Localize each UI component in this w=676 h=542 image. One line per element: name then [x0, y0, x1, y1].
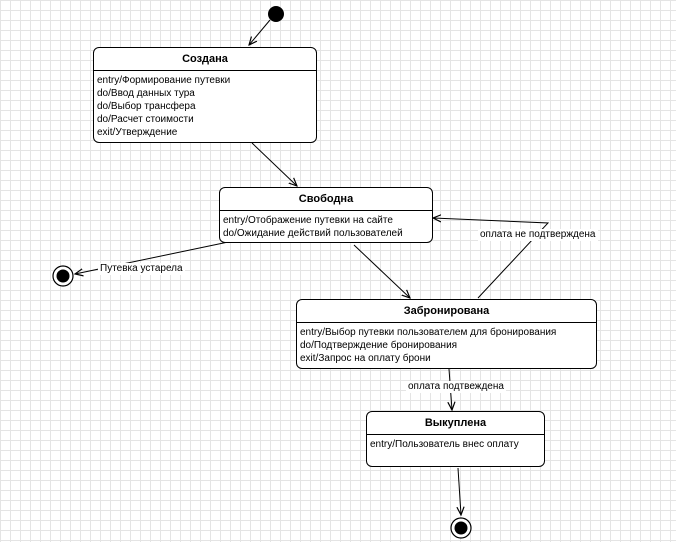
activity-line: entry/Отображение путевки на сайте: [223, 215, 393, 226]
activity-line: do/Выбор трансфера: [97, 101, 196, 112]
activity-line: do/Ввод данных тура: [97, 88, 195, 99]
activity-line: do/Ожидание действий пользователей: [223, 228, 403, 239]
transition-booked-to-free: [433, 218, 550, 299]
activity-line: entry/Пользователь внес оплату: [370, 439, 519, 450]
state-booked-activities: entry/Выбор путевки пользователем для бр…: [297, 323, 596, 365]
activity-line: exit/Запрос на оплату брони: [300, 353, 431, 364]
initial-state-node: [268, 6, 284, 22]
state-created-title: Создана: [94, 48, 316, 71]
state-free[interactable]: Свободна entry/Отображение путевки на са…: [219, 187, 433, 243]
transition-label-payment-not-confirmed: оплата не подтверждена: [478, 229, 598, 241]
transition-created-to-free: [251, 142, 297, 186]
state-purchased[interactable]: Выкуплена entry/Пользователь внес оплату: [366, 411, 545, 467]
transition-free-to-booked: [353, 244, 410, 298]
transition-label-payment-confirmed: оплата подтвеждена: [406, 381, 506, 393]
activity-line: do/Расчет стоимости: [97, 114, 194, 125]
state-free-activities: entry/Отображение путевки на сайте do/Ож…: [220, 211, 432, 240]
state-booked-title: Забронирована: [297, 300, 596, 323]
final-state-end-node: [450, 517, 472, 539]
activity-line: entry/Выбор путевки пользователем для бр…: [300, 327, 557, 338]
transition-purchased-to-end: [458, 467, 461, 515]
state-purchased-title: Выкуплена: [367, 412, 544, 435]
state-purchased-activities: entry/Пользователь внес оплату: [367, 435, 544, 451]
activity-line: entry/Формирование путевки: [97, 75, 231, 86]
transition-label-expired: Путевка устарела: [98, 263, 185, 275]
transition-initial-to-created: [249, 19, 271, 45]
final-state-expired-node: [52, 265, 74, 287]
state-booked[interactable]: Забронирована entry/Выбор путевки пользо…: [296, 299, 597, 369]
state-created-activities: entry/Формирование путевки do/Ввод данны…: [94, 71, 316, 139]
activity-line: exit/Утверждение: [97, 127, 178, 138]
state-created[interactable]: Создана entry/Формирование путевки do/Вв…: [93, 47, 317, 143]
activity-line: do/Подтверждение бронирования: [300, 340, 458, 351]
state-free-title: Свободна: [220, 188, 432, 211]
